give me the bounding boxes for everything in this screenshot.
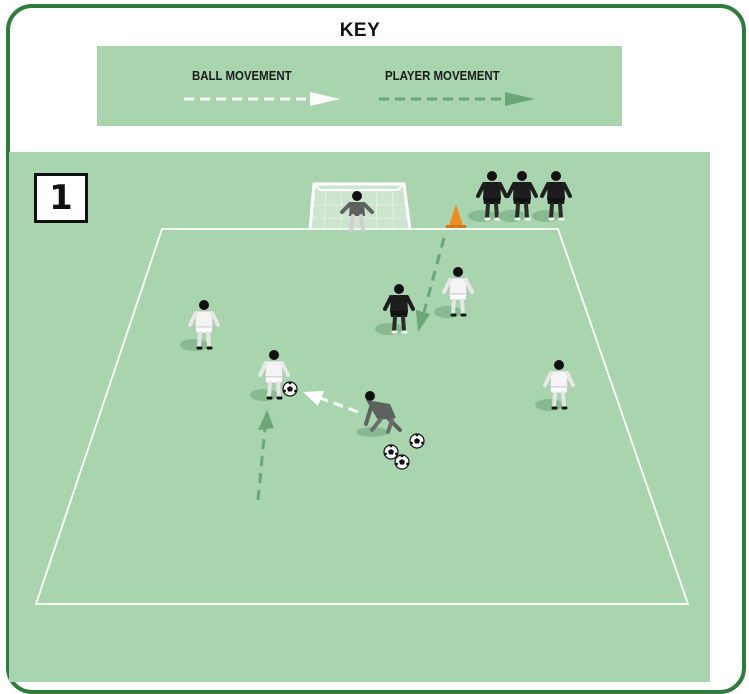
white-player-attacker xyxy=(250,350,288,401)
server-goalkeeper xyxy=(356,391,400,437)
ball-icon-supply-2 xyxy=(384,445,398,459)
black-defender xyxy=(375,284,413,335)
white-player-top xyxy=(434,267,472,318)
ball-icon-supply-3 xyxy=(395,455,409,469)
white-player-left xyxy=(180,300,218,351)
black-player-waiting-2 xyxy=(498,171,536,222)
ball-icon-supply-1 xyxy=(410,434,424,448)
pitch-diagram xyxy=(0,0,749,678)
white-player-right xyxy=(535,360,573,411)
pitch-outline xyxy=(36,229,688,604)
cone-icon xyxy=(446,204,466,228)
ball-movement-arrow xyxy=(303,391,358,412)
ball-icon-attacker xyxy=(283,382,297,396)
player-movement-arrow-defender xyxy=(416,238,444,332)
player-movement-arrow-attacker xyxy=(258,410,274,500)
step-number-badge: 1 xyxy=(34,173,88,223)
